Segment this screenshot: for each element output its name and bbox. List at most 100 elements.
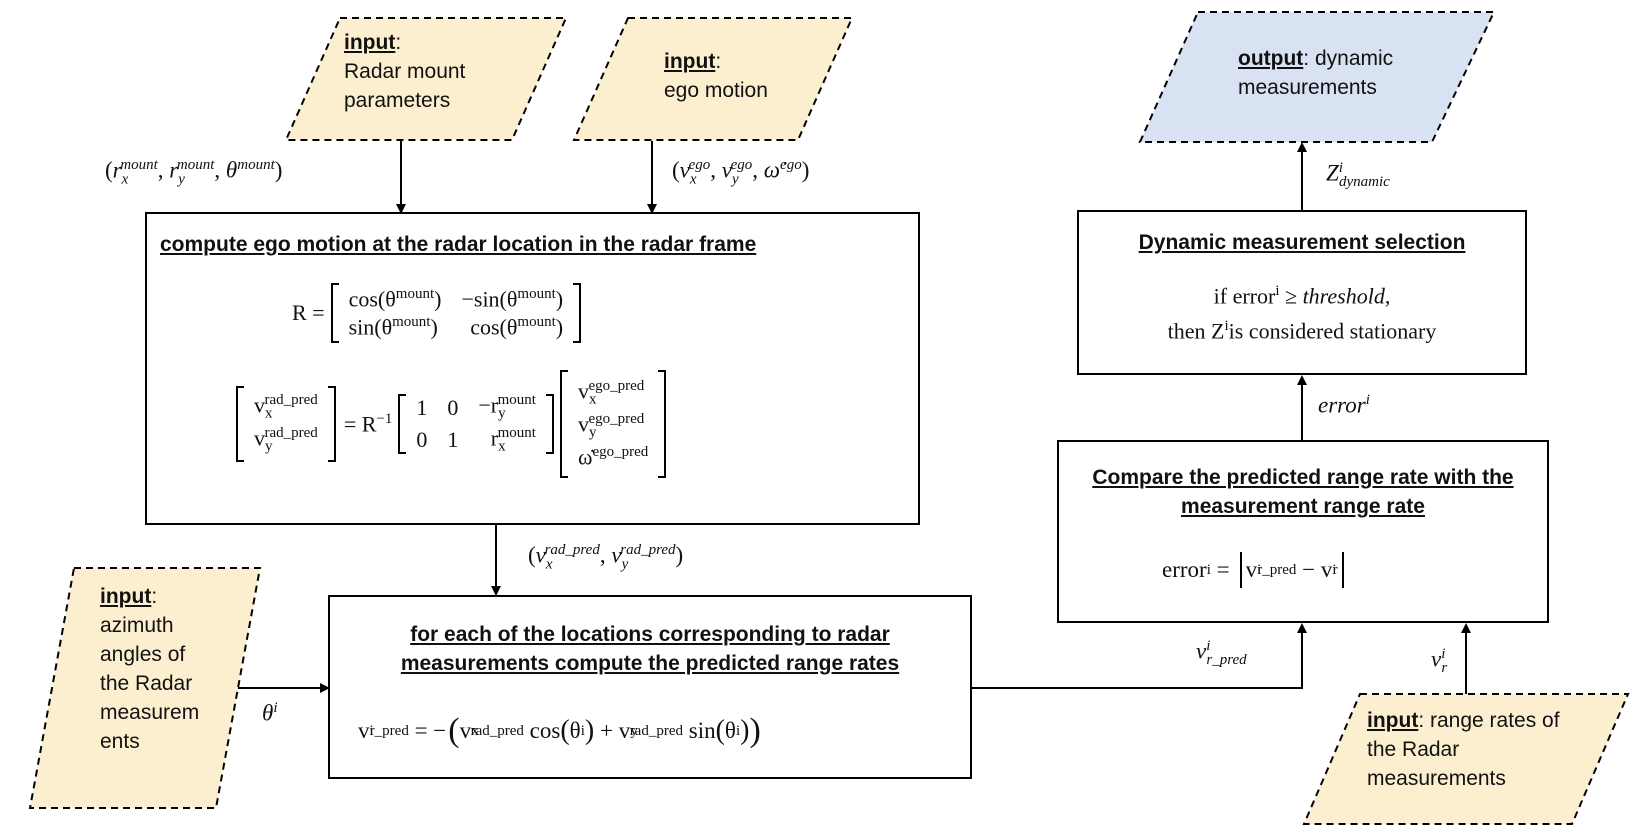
sym-v-y: v — [618, 718, 631, 743]
ego-motion-title: compute ego motion at the radar location… — [160, 233, 757, 256]
sym-v: v — [577, 378, 589, 404]
compare-title: Compare the predicted range rate with th… — [1057, 463, 1549, 521]
sup-rad-pred: rad_pred — [264, 392, 318, 409]
label-v-r: vir — [1431, 646, 1447, 677]
cell-1b: 1 — [447, 427, 459, 453]
sub-y: y — [498, 406, 506, 422]
cell-neg-sin: −sin(θmount) — [451, 285, 573, 313]
selection-title: Dynamic measurement selection — [1138, 231, 1466, 254]
bracket-right-v — [327, 386, 336, 462]
cell-cos-2: cos(θmount) — [451, 313, 573, 341]
sym-R: R = — [292, 300, 325, 325]
sub-r-pred: r_pred — [1206, 652, 1247, 669]
bracket-right-e — [658, 370, 667, 478]
sup-mount: mount — [497, 392, 536, 409]
sym-r: r — [112, 157, 122, 183]
cos-text: cos — [523, 718, 561, 743]
paren-close: ) — [675, 542, 684, 568]
input-azimuth-line-2: angles of — [100, 643, 186, 666]
paren-open: ( — [672, 157, 680, 183]
input-azimuth-line-3: the Radar — [100, 672, 193, 695]
cell-vx-rad: vxrad_pred — [244, 391, 328, 424]
sup-mount-2: mount — [176, 157, 215, 173]
sym-theta: θ — [724, 718, 736, 743]
sub-y: y — [731, 171, 739, 188]
sub-r-pred: r_pred — [369, 722, 409, 739]
close-paren: ) — [555, 314, 564, 340]
sup-i: i — [1206, 638, 1211, 654]
paren-open: ( — [715, 715, 725, 746]
ego-motion-box — [145, 212, 920, 525]
input-ego-shape — [572, 17, 854, 141]
input-ego-text: input: ego motion — [664, 50, 768, 102]
paren-close: ) — [801, 157, 810, 183]
sym-v: v — [1245, 557, 1258, 582]
range-rate-box — [328, 595, 972, 779]
input-azimuth-shape — [28, 567, 262, 809]
sin-text: sin — [683, 718, 716, 743]
input-mount-line-2: parameters — [344, 89, 451, 112]
sup-i: i — [273, 700, 278, 716]
sup-rad-pred: rad_pred — [264, 425, 318, 441]
sub-x: x — [498, 438, 506, 455]
sup-i: i — [1206, 561, 1211, 578]
rule-threshold: threshold — [1302, 283, 1385, 309]
sym-theta: θ — [569, 718, 581, 743]
rule-comma: , — [1384, 283, 1391, 309]
label-error-i: errori — [1318, 392, 1370, 419]
sup-mount: mount — [517, 314, 556, 330]
sym-v-x: v — [459, 718, 472, 743]
sym-omega: ω̇ — [763, 157, 781, 183]
sub-r-pred: r_pred — [1257, 561, 1297, 578]
label-ego-vector: (vxego, vyego, ω̇ego) — [672, 157, 809, 188]
input-ego-line-1: ego motion — [664, 79, 768, 102]
cell-0: 0 — [447, 394, 459, 420]
selection-box — [1077, 210, 1527, 375]
rad-pred-vector: vxrad_pred vyrad_pred — [244, 391, 328, 456]
input-ego-label: input — [664, 50, 716, 73]
sub-x: x — [545, 556, 553, 573]
close-paren: ) — [434, 286, 442, 311]
comma-2: , — [214, 157, 226, 183]
plus: + — [594, 718, 619, 743]
range-rate-title-1: for each of the locations corresponding … — [410, 623, 890, 646]
cell-rx: rxmount — [468, 424, 546, 457]
rotation-matrix-equation: R = cos(θmount) −sin(θmount) sin(θmount)… — [292, 283, 582, 343]
sym-v: v — [1431, 646, 1442, 672]
input-azimuth-text: input: azimuth angles of the Radar measu… — [100, 585, 200, 753]
paren-close: ) — [274, 157, 283, 183]
sup-i: i — [1257, 561, 1262, 578]
sup-i: i — [1441, 646, 1446, 662]
sym-theta: θ — [225, 157, 238, 183]
input-range-rates-line-2: the Radar — [1367, 738, 1460, 761]
compare-title-2: measurement range rate — [1181, 495, 1425, 518]
sym-v-2: v — [611, 542, 622, 568]
bracket-left-v — [236, 386, 244, 462]
sup-i: i — [1365, 392, 1370, 408]
comma: , — [157, 157, 170, 183]
big-paren-close: ) — [749, 712, 761, 749]
translation-matrix: 1 0 −rymount 0 1 rxmount — [406, 391, 546, 456]
sym-v: v — [358, 718, 370, 743]
compare-title-1: Compare the predicted range rate with th… — [1092, 466, 1514, 489]
sym-error: error — [1162, 557, 1207, 582]
comma: , — [710, 157, 722, 183]
sub-r: r — [1441, 660, 1448, 677]
sup-mount-3: mount — [237, 157, 275, 173]
label-v-r-pred: vir_pred — [1196, 638, 1247, 669]
sup-mount: mount — [395, 285, 435, 302]
sym-r-2: r — [169, 157, 179, 183]
close-paren: ) — [555, 286, 564, 311]
velocity-transform-equation: vxrad_pred vyrad_pred = R−1 1 0 −rymount… — [236, 370, 667, 478]
label-theta-i: θi — [262, 700, 277, 727]
big-paren-open: ( — [448, 712, 460, 749]
rule-then-z: then Z — [1167, 318, 1225, 344]
bracket-left-e — [559, 370, 568, 478]
abs-bar-left — [1239, 552, 1242, 588]
sup-mount: mount — [517, 285, 556, 302]
sub-x: x — [121, 171, 129, 188]
sym-v: v — [254, 392, 265, 418]
input-range-rates-line-1: : range rates of — [1418, 709, 1560, 732]
